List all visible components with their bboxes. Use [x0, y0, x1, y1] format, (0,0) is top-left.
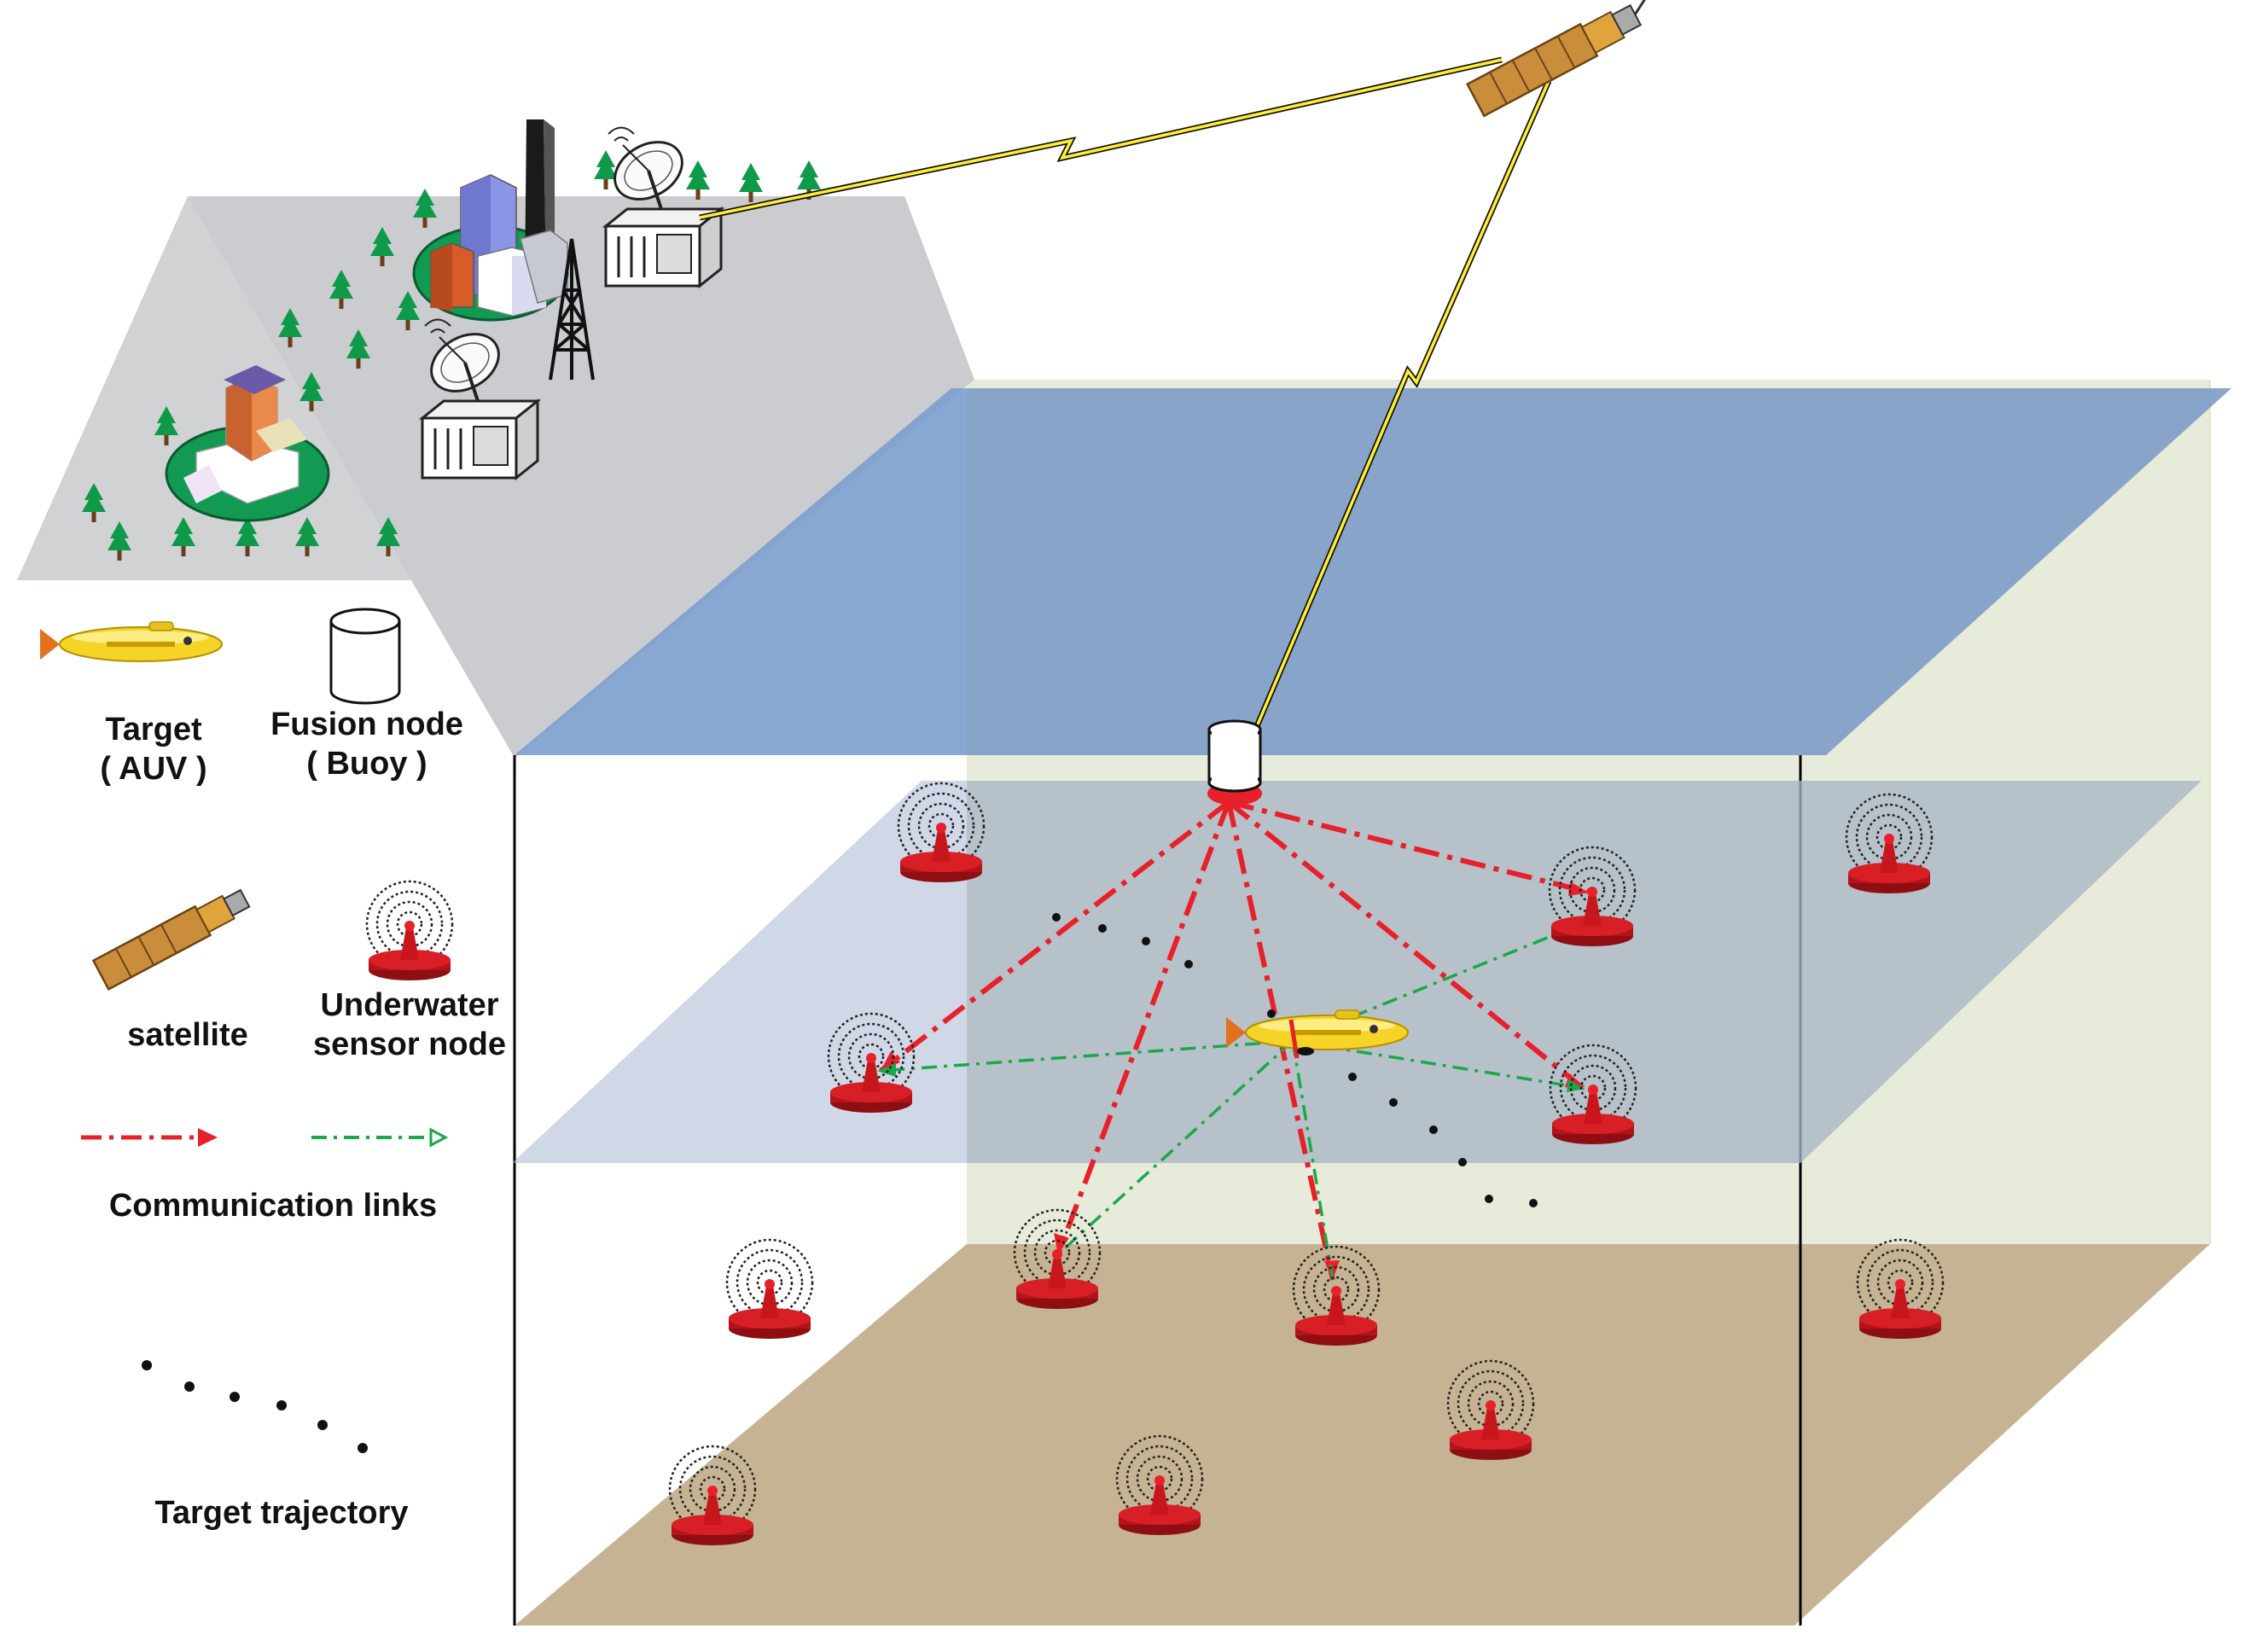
fusion-node-buoy — [1207, 719, 1262, 806]
sensor-node-label: Underwater sensor node — [313, 987, 506, 1062]
satellite-icon — [91, 888, 251, 991]
city-building-upper — [412, 119, 569, 322]
communication-links-label: Communication links — [108, 1188, 438, 1224]
satellite-main — [1465, 0, 1646, 118]
fusion-node-label: Fusion node ( Buoy ) — [270, 707, 463, 782]
green-comm-links — [880, 920, 1588, 1281]
green-link-legend — [311, 1127, 449, 1148]
red-link-legend — [81, 1128, 218, 1147]
satellite-label: satellite — [127, 1017, 248, 1053]
city-building-lower — [165, 365, 330, 522]
auv-icon — [39, 621, 223, 662]
transmission-tower — [549, 238, 595, 381]
trajectory-dots — [1052, 913, 1538, 1207]
target-trajectory-label: Target trajectory — [154, 1495, 409, 1531]
sensor-node-icon — [365, 880, 454, 982]
target-label: Target ( AUV ) — [100, 712, 207, 787]
seabed — [515, 1244, 2210, 1626]
trajectory-legend — [142, 1360, 368, 1453]
buoy-icon — [329, 608, 401, 705]
